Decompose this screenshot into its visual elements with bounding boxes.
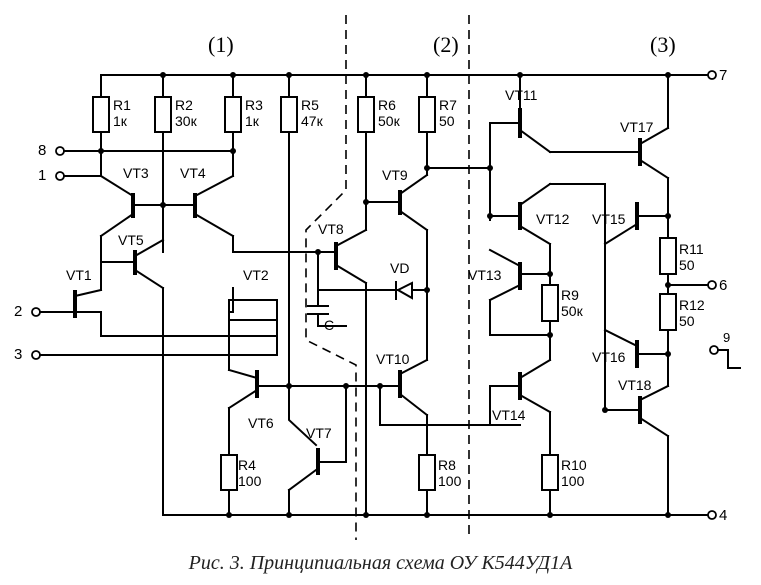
c-label: C	[324, 317, 334, 333]
transistor-vt14: VT14	[489, 334, 552, 456]
transistor-vt2: VT2	[228, 235, 297, 371]
vt15-label: VT15	[592, 211, 626, 227]
r11-name: R11	[679, 241, 704, 257]
pin-1-terminal: 1	[38, 167, 102, 184]
r8-name: R8	[438, 457, 456, 473]
r10-name: R10	[561, 457, 587, 473]
r6-name: R6	[378, 97, 396, 113]
r9-name: R9	[561, 287, 579, 303]
pin-8-label: 8	[38, 142, 46, 159]
transistor-vt9: VT9	[365, 167, 491, 361]
circuit-schematic: (1) (2) (3) 7 4 8 1 2 3	[14, 15, 741, 540]
pin-1-label: 1	[38, 167, 46, 184]
transistor-vt4: VT4	[180, 165, 235, 238]
r6-value: 50к	[378, 113, 401, 129]
capacitor-c: C	[307, 251, 347, 333]
pin-3-terminal: 3	[14, 346, 278, 363]
resistor-r8: R8 100	[418, 454, 462, 516]
vt6-label: VT6	[248, 415, 274, 431]
r9-value: 50к	[561, 303, 584, 319]
vt17-label: VT17	[620, 119, 654, 135]
transistor-vt11: VT11	[489, 74, 641, 169]
junction-dots	[160, 72, 671, 518]
r7-name: R7	[439, 97, 457, 113]
transistor-vt10: VT10	[349, 351, 521, 456]
r1-value: 1к	[113, 113, 128, 129]
transistor-vt18: VT18	[604, 377, 670, 516]
r3-name: R3	[245, 97, 263, 113]
pin-2-label: 2	[14, 303, 22, 320]
vt10-label: VT10	[376, 351, 410, 367]
vt5-label: VT5	[118, 232, 144, 248]
vt7-label: VT7	[306, 425, 332, 441]
transistor-vt12: VT12	[489, 167, 606, 286]
transistor-vt7: VT7	[287, 385, 347, 516]
transistor-vt15: VT15	[592, 183, 669, 411]
pin-9-label: 9	[723, 330, 730, 345]
r4-name: R4	[238, 457, 256, 473]
resistor-r7: R7 50	[418, 74, 457, 176]
pin-9-terminal: 9	[709, 330, 741, 369]
r2-value: 30к	[175, 113, 198, 129]
transistor-vt1: VT1	[66, 267, 278, 337]
vd-label: VD	[390, 260, 409, 276]
figure-caption: Рис. 3. Принципиальная схема ОУ К544УД1А	[188, 552, 573, 574]
pin-4-terminal: 4	[707, 507, 727, 524]
transistor-vt5: VT5	[100, 232, 165, 516]
r1-name: R1	[113, 97, 131, 113]
vt1-label: VT1	[66, 267, 92, 283]
r7-value: 50	[439, 113, 455, 129]
pin-7-terminal: 7	[707, 67, 727, 84]
vt14-label: VT14	[492, 407, 526, 423]
section-1-label: (1)	[208, 32, 234, 57]
pin-6-label: 6	[719, 277, 727, 294]
r10-value: 100	[561, 473, 585, 489]
resistor-r12: R12 50	[659, 293, 705, 387]
vt2-label: VT2	[243, 267, 269, 283]
transistor-vt17: VT17	[620, 74, 670, 239]
section-3-label: (3)	[650, 32, 676, 57]
transistor-vt8: VT8	[295, 221, 368, 516]
vt9-label: VT9	[382, 167, 408, 183]
resistor-r5: R5 47к	[280, 74, 324, 387]
section-2-label: (2)	[433, 32, 459, 57]
r12-name: R12	[679, 297, 705, 313]
transistor-vt13: VT13	[468, 248, 551, 336]
section-divider-1	[305, 15, 357, 540]
vt13-label: VT13	[468, 267, 502, 283]
r2-name: R2	[175, 97, 193, 113]
r8-value: 100	[438, 473, 462, 489]
resistor-r1: R1 1к	[92, 74, 131, 177]
r4-value: 100	[238, 473, 262, 489]
pin-6-terminal: 6	[707, 277, 727, 294]
transistor-vt6: VT6	[227, 368, 351, 456]
vt4-label: VT4	[180, 165, 206, 181]
resistor-r6: R6 50к	[357, 74, 401, 231]
pin-2-terminal: 2	[14, 303, 75, 320]
vt11-label: VT11	[505, 87, 538, 103]
resistor-r4: R4 100	[220, 454, 262, 516]
resistor-r10: R10 100	[541, 454, 587, 516]
pin-7-label: 7	[719, 67, 727, 84]
transistor-vt16: VT16	[592, 328, 669, 368]
pin-8-terminal: 8	[38, 142, 236, 159]
resistor-r9: R9 50к	[541, 284, 584, 336]
vt3-label: VT3	[123, 165, 149, 181]
r3-value: 1к	[245, 113, 260, 129]
r11-value: 50	[679, 257, 695, 273]
resistor-r2: R2 30к	[154, 74, 198, 253]
vt18-label: VT18	[618, 377, 652, 393]
r12-value: 50	[679, 313, 695, 329]
resistor-r11: R11 50	[659, 237, 709, 295]
pin-3-label: 3	[14, 346, 22, 363]
vt8-label: VT8	[318, 221, 344, 237]
resistor-r3: R3 1к	[224, 74, 263, 177]
vt16-label: VT16	[592, 349, 626, 365]
r5-value: 47к	[301, 113, 324, 129]
diode-vd: VD	[317, 260, 428, 300]
r5-name: R5	[301, 97, 319, 113]
pin-4-label: 4	[719, 507, 727, 524]
vt12-label: VT12	[536, 211, 570, 227]
